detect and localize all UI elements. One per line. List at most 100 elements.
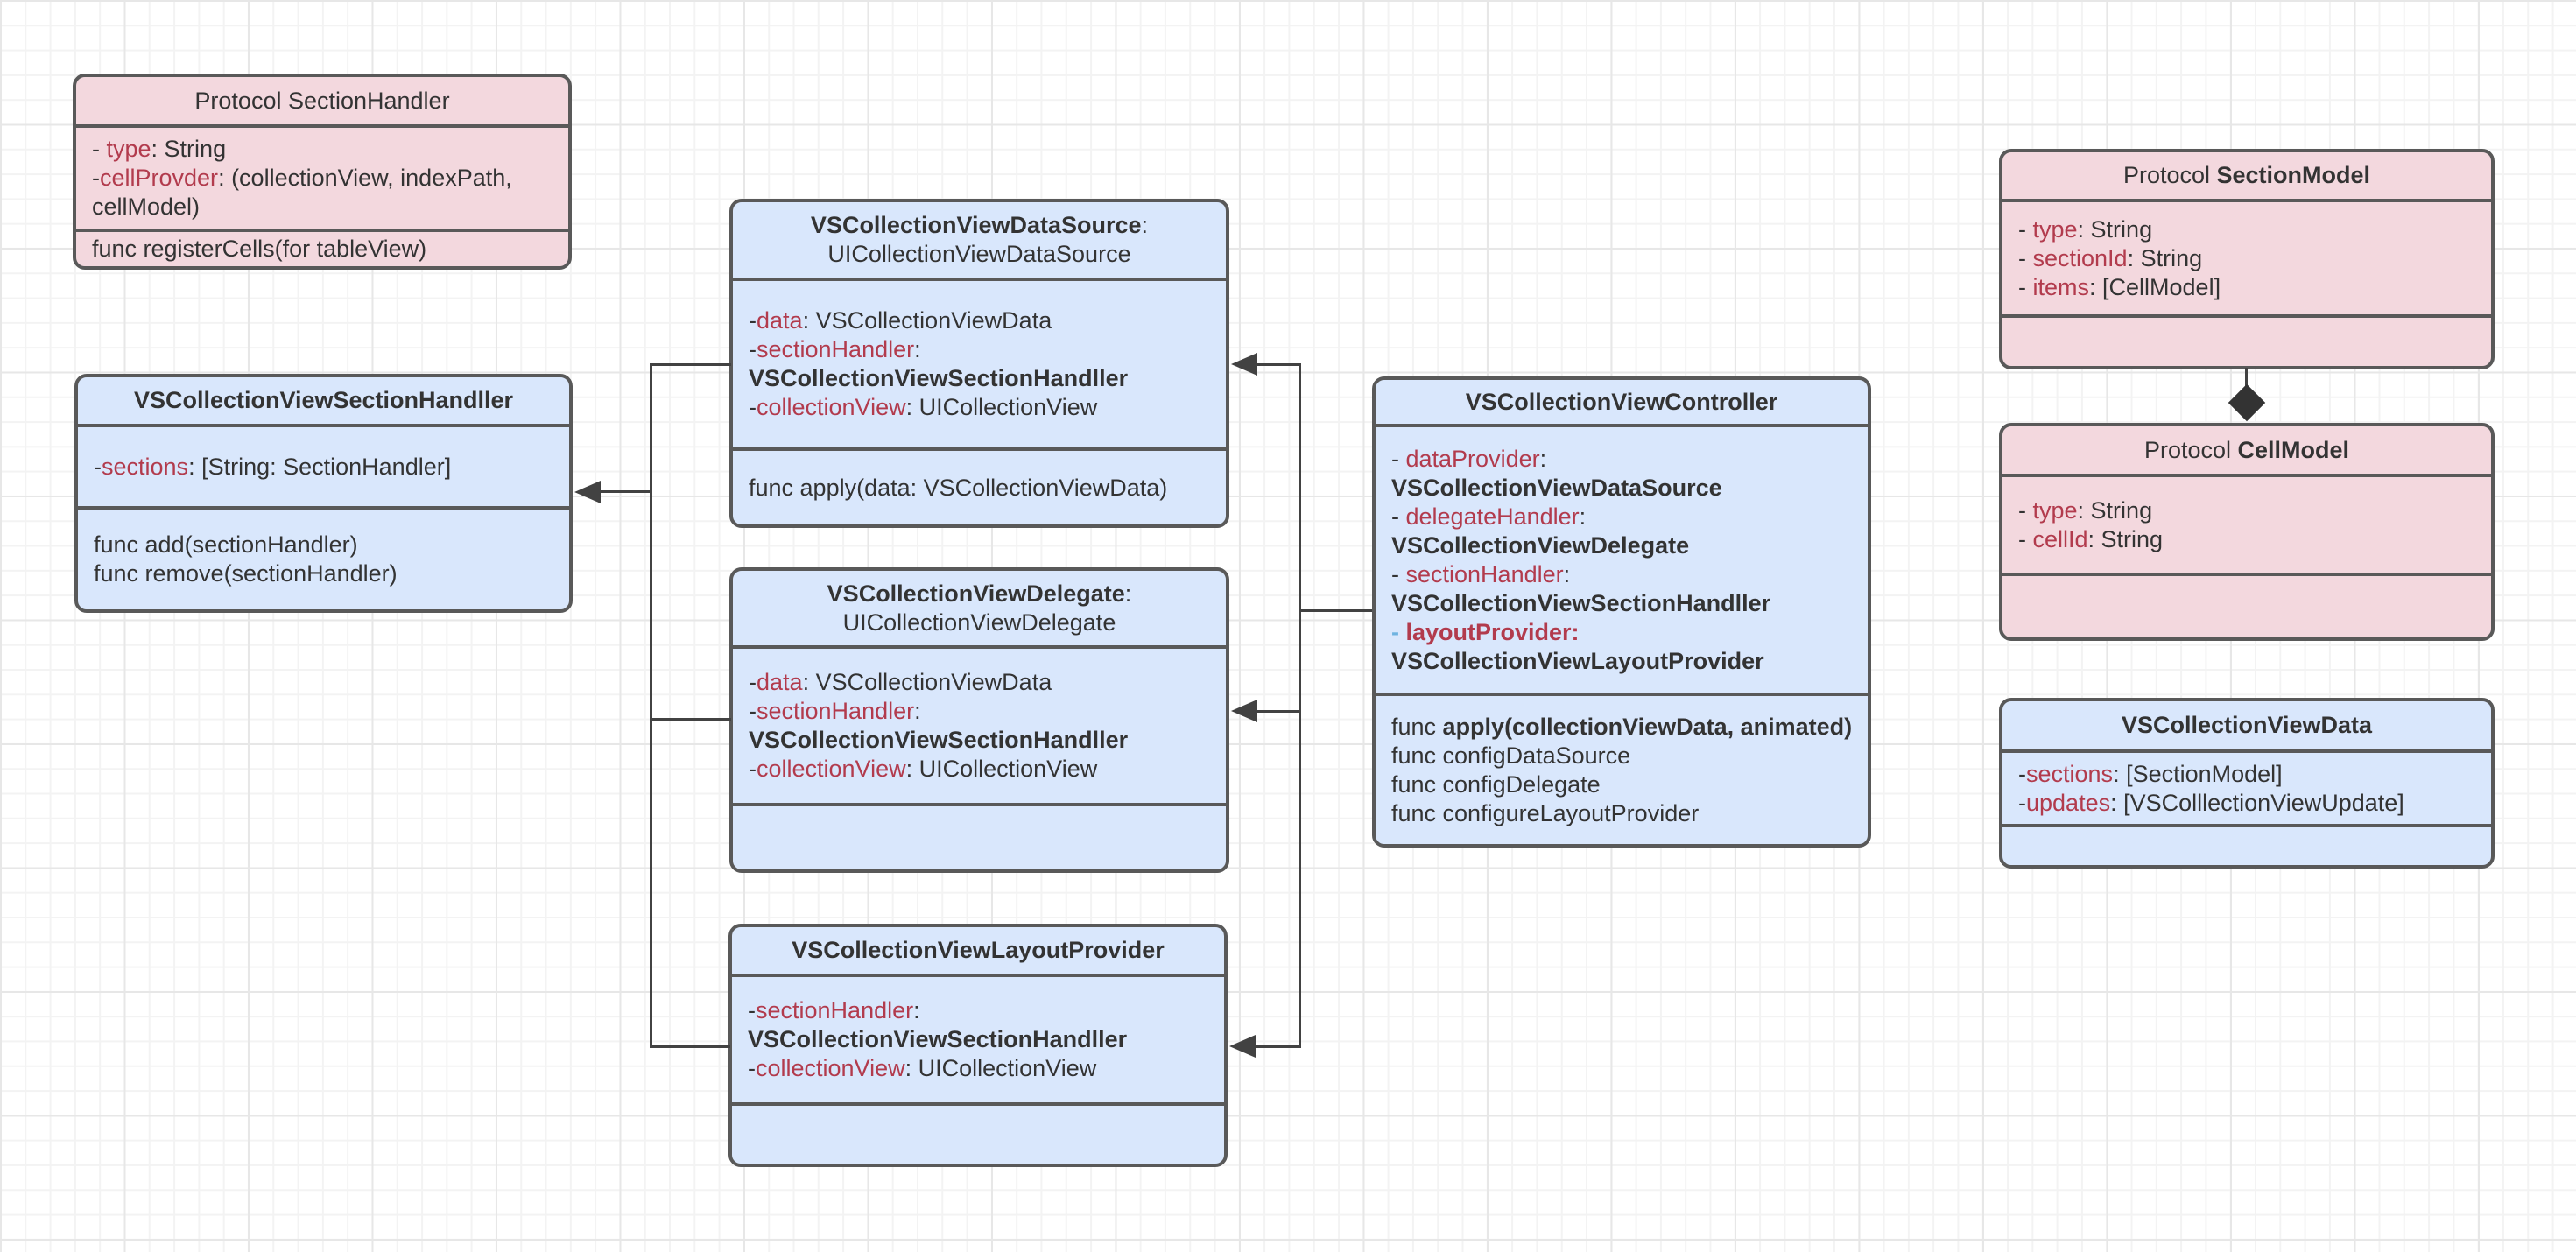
connector-to-layoutprovider-line — [1254, 1045, 1301, 1048]
text-segment: VSCollectionViewController — [1465, 388, 1778, 415]
text-line: - type: String — [2018, 215, 2475, 244]
text-line: -updates: [VSColllectionViewUpdate] — [2018, 789, 2475, 818]
class-title: VSCollectionViewDelegate:UICollectionVie… — [733, 571, 1226, 645]
text-segment: : — [914, 698, 921, 724]
text-segment: - — [2018, 273, 2033, 300]
connector-delegate-branch — [650, 718, 731, 721]
class-box-vscollectionviewcontroller[interactable]: VSCollectionViewController - dataProvide… — [1372, 376, 1871, 848]
text-line: Protocol CellModel — [2144, 436, 2349, 465]
text-segment: - — [749, 394, 757, 420]
class-title: VSCollectionViewSectionHandller — [78, 377, 569, 424]
text-segment: VSCollectionViewDelegate — [827, 580, 1125, 607]
class-box-vscollectionviewdata[interactable]: VSCollectionViewData -sections: [Section… — [1999, 698, 2495, 869]
text-line: - delegateHandler: — [1391, 503, 1852, 531]
class-box-protocol-sectionhandler[interactable]: Protocol SectionHandler - type: String-c… — [73, 74, 572, 270]
text-segment: func configureLayoutProvider — [1391, 799, 1700, 826]
text-line: VSCollectionViewData — [2122, 711, 2372, 740]
text-segment: - — [92, 136, 107, 162]
text-segment: items — [2032, 273, 2090, 300]
connector-sectionmodel-cellmodel — [2245, 368, 2248, 389]
text-segment: VSCollectionViewDataSource — [1391, 474, 1722, 501]
text-segment: sectionHandler — [756, 997, 914, 1023]
text-segment: sectionHandler — [757, 336, 915, 362]
connector-left-trunk — [650, 363, 652, 1048]
class-attributes: - type: String- cellId: String — [2002, 474, 2491, 573]
text-segment: Protocol — [2143, 436, 2238, 463]
class-box-protocol-sectionmodel[interactable]: Protocol SectionModel - type: String- se… — [1999, 149, 2495, 369]
text-segment: dataProvider — [1405, 445, 1540, 472]
text-segment: - — [749, 698, 757, 724]
class-methods: func registerCells(for tableView) — [76, 229, 568, 266]
text-line: VSCollectionViewSectionHandller — [1391, 589, 1852, 618]
text-segment: sections — [2026, 760, 2114, 787]
text-segment: func apply(data: VSCollectionViewData) — [749, 474, 1168, 501]
text-segment: : — [1579, 503, 1587, 530]
composition-diamond-icon — [2228, 383, 2266, 422]
class-methods — [733, 803, 1226, 869]
text-segment: apply(collectionViewData, animated) — [1442, 713, 1853, 740]
text-line: VSCollectionViewDataSource — [1391, 474, 1852, 503]
text-line: VSCollectionViewController — [1466, 388, 1778, 417]
text-segment: collectionView — [756, 1055, 905, 1081]
text-line: UICollectionViewDataSource — [827, 240, 1130, 269]
text-line: func add(sectionHandler) — [94, 531, 553, 559]
text-line: - sectionId: String — [2018, 244, 2475, 273]
text-segment: layoutProvider: — [1405, 618, 1580, 645]
text-line: -collectionView: UICollectionView — [749, 393, 1210, 422]
text-segment: cellId — [2032, 525, 2088, 552]
text-segment: func remove(sectionHandler) — [94, 560, 398, 587]
text-line: - cellId: String — [2018, 525, 2475, 554]
text-segment: - — [1391, 560, 1406, 587]
text-line: func configDelegate — [1391, 770, 1852, 799]
class-box-vscollectionviewdatasource[interactable]: VSCollectionViewDataSource:UICollectionV… — [729, 199, 1229, 528]
class-title: VSCollectionViewDataSource:UICollectionV… — [733, 202, 1226, 278]
text-segment: - — [2018, 244, 2033, 271]
text-segment: - — [748, 1055, 756, 1081]
text-line: VSCollectionViewSectionHandller — [134, 386, 513, 415]
text-segment: - — [94, 453, 102, 480]
text-segment: : String — [151, 136, 227, 162]
class-methods — [732, 1102, 1224, 1164]
text-segment: data — [757, 669, 803, 695]
text-segment: VSCollectionViewLayoutProvider — [792, 937, 1165, 963]
text-line: func apply(collectionViewData, animated) — [1391, 713, 1852, 742]
text-segment: cellProvder — [100, 165, 219, 191]
text-line: - sectionHandler: — [1391, 560, 1852, 589]
class-box-vscollectionviewlayoutprovider[interactable]: VSCollectionViewLayoutProvider -sectionH… — [728, 924, 1228, 1167]
text-segment: - — [1391, 618, 1406, 645]
class-title: Protocol SectionModel — [2002, 152, 2491, 199]
class-box-vscollectionviewdelegate[interactable]: VSCollectionViewDelegate:UICollectionVie… — [729, 567, 1229, 873]
text-segment: func registerCells(for tableView) — [92, 236, 427, 262]
text-line: -sectionHandler: — [748, 996, 1208, 1025]
text-segment: VSCollectionViewSectionHandller — [749, 727, 1129, 753]
arrowhead-to-sectionhandller — [574, 481, 601, 503]
text-segment: : (collectionView, indexPath, — [218, 165, 512, 191]
class-attributes: - type: String- sectionId: String- items… — [2002, 199, 2491, 314]
text-segment: : — [1124, 580, 1132, 607]
arrowhead-to-layoutprovider — [1229, 1035, 1256, 1058]
text-segment: : String — [2077, 496, 2153, 524]
class-box-protocol-cellmodel[interactable]: Protocol CellModel - type: String- cellI… — [1999, 423, 2495, 641]
text-segment: : — [1563, 560, 1571, 587]
text-line: -data: VSCollectionViewData — [749, 306, 1210, 335]
text-segment: VSCollectionViewDataSource — [810, 212, 1142, 238]
text-segment: collectionView — [757, 394, 906, 420]
text-segment: : UICollectionView — [905, 756, 1098, 782]
arrowhead-to-datasource — [1231, 353, 1257, 376]
class-box-vscollectionviewsectionhandller[interactable]: VSCollectionViewSectionHandller -section… — [74, 374, 573, 613]
text-segment: VSCollectionViewSectionHandller — [1391, 589, 1771, 616]
connector-to-datasource-line — [1256, 363, 1301, 366]
text-line: VSCollectionViewDelegate — [1391, 531, 1852, 560]
text-segment: - — [2018, 760, 2026, 787]
text-segment: - — [749, 336, 757, 362]
text-line: func remove(sectionHandler) — [94, 559, 553, 588]
text-segment: - — [2018, 215, 2033, 243]
class-attributes: -data: VSCollectionViewData-sectionHandl… — [733, 278, 1226, 447]
text-line: VSCollectionViewSectionHandller — [749, 726, 1210, 755]
class-attributes: - type: String-cellProvder: (collectionV… — [76, 124, 568, 229]
text-line: - type: String — [2018, 496, 2475, 525]
text-segment: UICollectionViewDataSource — [827, 241, 1131, 267]
connector-layoutprovider-branch — [650, 1045, 730, 1048]
connector-right-trunk — [1299, 363, 1301, 1048]
text-segment: func add(sectionHandler) — [94, 531, 358, 558]
